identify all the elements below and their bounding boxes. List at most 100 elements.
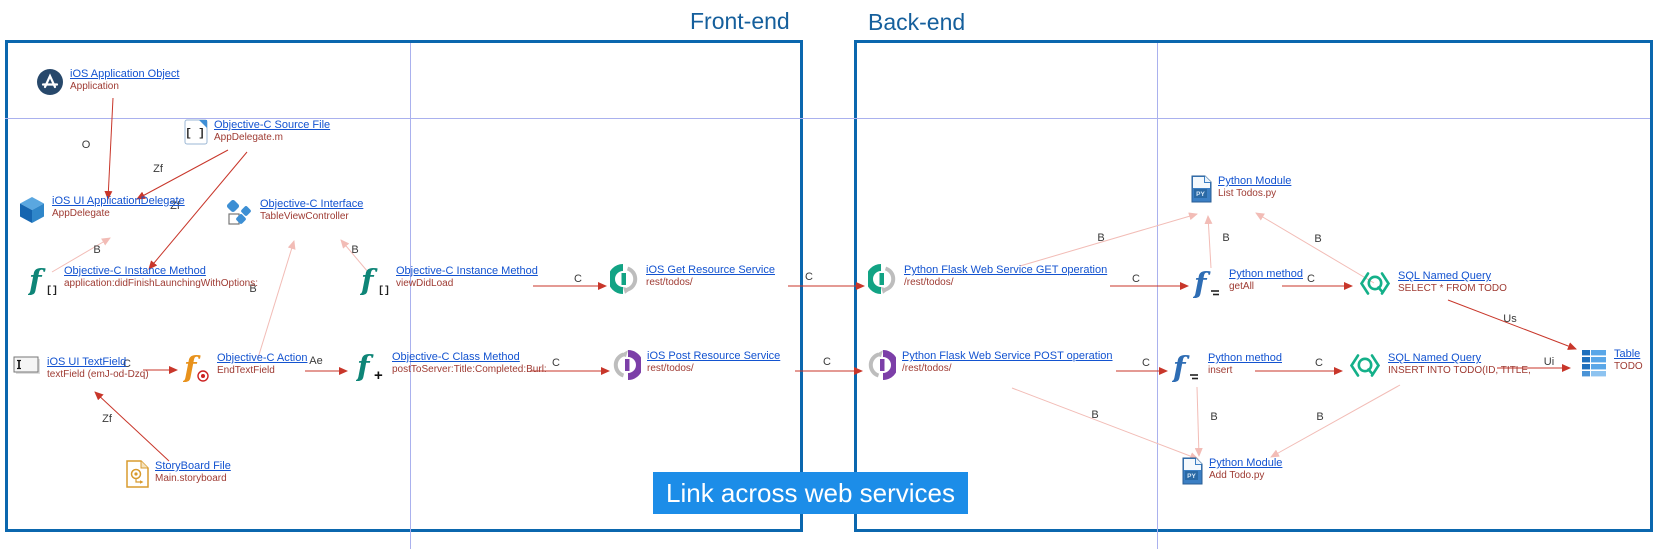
svg-text:[]: []	[46, 285, 58, 295]
edge-objc-instance-method-viewdidload-to-objc-interface	[340, 239, 369, 273]
svg-text:f: f	[28, 265, 46, 295]
frontend-vertical-guide-line	[410, 43, 411, 549]
node-title[interactable]: Objective-C Source File	[214, 119, 331, 131]
node-subtitle: Add Todo.py	[1209, 470, 1265, 481]
node-subtitle: getAll	[1229, 281, 1255, 292]
rest-post-icon	[866, 350, 898, 385]
edge-label-C: C	[1315, 357, 1323, 369]
node-title[interactable]: iOS Get Resource Service	[646, 264, 775, 276]
node-title[interactable]: iOS UI ApplicationDelegate	[52, 195, 185, 207]
node-flask-post-operation[interactable]: Python Flask Web Service POST operation/…	[866, 350, 1113, 385]
node-title[interactable]: Table	[1614, 348, 1641, 360]
edge-label-C: C	[805, 271, 813, 283]
rest-get-icon	[608, 264, 640, 299]
edge-label-C: C	[823, 356, 831, 368]
node-subtitle: insert	[1208, 365, 1233, 376]
node-title[interactable]: SQL Named Query	[1388, 352, 1482, 364]
node-flask-get-operation[interactable]: Python Flask Web Service GET operation/r…	[866, 264, 1108, 299]
edge-objc-source-file-to-objc-instance-method-didfinish	[148, 151, 248, 270]
edge-label-C: C	[1142, 357, 1150, 369]
edge-label-Zf: Zf	[170, 200, 181, 212]
node-title[interactable]: Objective-C Interface	[260, 198, 364, 210]
node-subtitle: SELECT * FROM TODO	[1398, 283, 1507, 294]
rest-post-icon	[611, 350, 643, 385]
node-subtitle: /rest/todos/	[904, 277, 954, 288]
node-title[interactable]: Python Flask Web Service POST operation	[902, 350, 1113, 362]
interface-diamonds-icon	[224, 198, 254, 233]
svg-text:+: +	[374, 367, 383, 381]
node-subtitle: textField (emJ-od-Dzq)	[47, 369, 149, 380]
svg-text:[ ]: [ ]	[185, 128, 205, 140]
node-subtitle: postToServer:Title:Completed:Burl:	[392, 364, 547, 375]
edge-label-Ae: Ae	[309, 355, 322, 367]
node-title[interactable]: iOS UI TextField	[47, 356, 127, 368]
edge-label-B: B	[1097, 232, 1104, 244]
node-title[interactable]: Python Module	[1209, 457, 1283, 469]
svg-text:f: f	[1172, 352, 1190, 382]
node-title[interactable]: Objective-C Class Method	[392, 351, 520, 363]
node-title[interactable]: Python Module	[1218, 175, 1292, 187]
edge-label-C: C	[552, 357, 560, 369]
svg-text:f: f	[360, 265, 378, 295]
node-subtitle: TableViewController	[260, 211, 349, 222]
backend-vertical-guide-line	[1157, 43, 1158, 549]
node-title[interactable]: Objective-C Action	[217, 352, 308, 364]
edge-label-Zf: Zf	[153, 163, 164, 175]
edge-label-Ui: Ui	[1544, 356, 1554, 368]
node-subtitle: viewDidLoad	[396, 278, 454, 289]
svg-text:[]: []	[378, 285, 390, 295]
objc-class-method-icon: f+	[355, 349, 386, 386]
node-subtitle: Main.storyboard	[155, 473, 227, 484]
node-title[interactable]: iOS Application Object	[70, 68, 180, 80]
node-title[interactable]: SQL Named Query	[1398, 270, 1492, 282]
link-across-web-services-banner: Link across web services	[653, 472, 968, 514]
edge-python-method-getall-to-python-module-list	[1204, 215, 1213, 269]
node-subtitle: rest/todos/	[647, 363, 694, 374]
node-title[interactable]: Python Flask Web Service GET operation	[904, 264, 1108, 276]
node-subtitle: application:didFinishLaunchingWithOption…	[64, 278, 259, 289]
node-subtitle: AppDelegate	[52, 208, 110, 219]
node-title[interactable]: Python method	[1229, 268, 1303, 280]
edge-label-B: B	[1222, 232, 1229, 244]
node-title[interactable]: StoryBoard File	[155, 460, 231, 472]
node-title[interactable]: Python method	[1208, 352, 1282, 364]
appstore-icon	[36, 68, 64, 101]
edge-label-B: B	[249, 283, 256, 295]
node-title[interactable]: Objective-C Instance Method	[64, 265, 206, 277]
node-subtitle: INSERT INTO TODO(ID, TITLE,	[1388, 365, 1531, 376]
edge-label-B: B	[1210, 411, 1217, 423]
edge-objc-action-to-objc-interface	[257, 240, 296, 359]
node-subtitle: AppDelegate.m	[214, 132, 283, 143]
objc-action-icon: f	[182, 350, 211, 387]
node-subtitle: rest/todos/	[646, 277, 693, 288]
backend-section-label: Back-end	[868, 9, 966, 35]
objc-source-file-icon: [ ]	[184, 119, 208, 150]
edge-label-C: C	[123, 358, 131, 370]
edge-flask-post-operation-to-python-module-add	[1011, 387, 1199, 460]
frontend-section-label: Front-end	[690, 8, 790, 34]
node-title[interactable]: Objective-C Instance Method	[396, 265, 538, 277]
edge-storyboard-file-to-ios-ui-textfield	[94, 391, 170, 462]
svg-text:f: f	[1193, 268, 1211, 298]
node-title[interactable]: iOS Post Resource Service	[647, 350, 781, 362]
